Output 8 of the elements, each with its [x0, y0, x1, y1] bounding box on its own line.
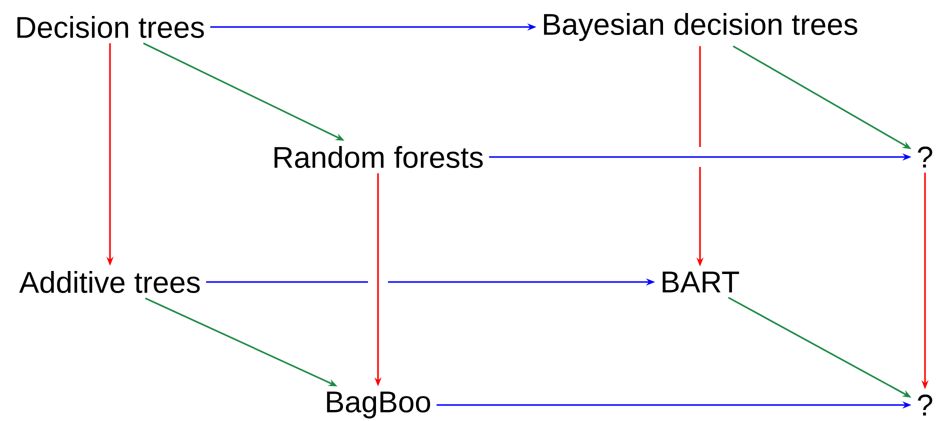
node-label: Bayesian decision trees — [544, 13, 858, 41]
node-label: ? — [918, 394, 932, 416]
node-label: BagBoo — [327, 392, 430, 418]
node-label: Random forests — [274, 146, 483, 168]
node-label: Additive trees — [19, 271, 200, 294]
node-label: ? — [918, 146, 932, 168]
node-label: BART — [662, 272, 740, 292]
node-label: Decision trees — [17, 16, 204, 38]
